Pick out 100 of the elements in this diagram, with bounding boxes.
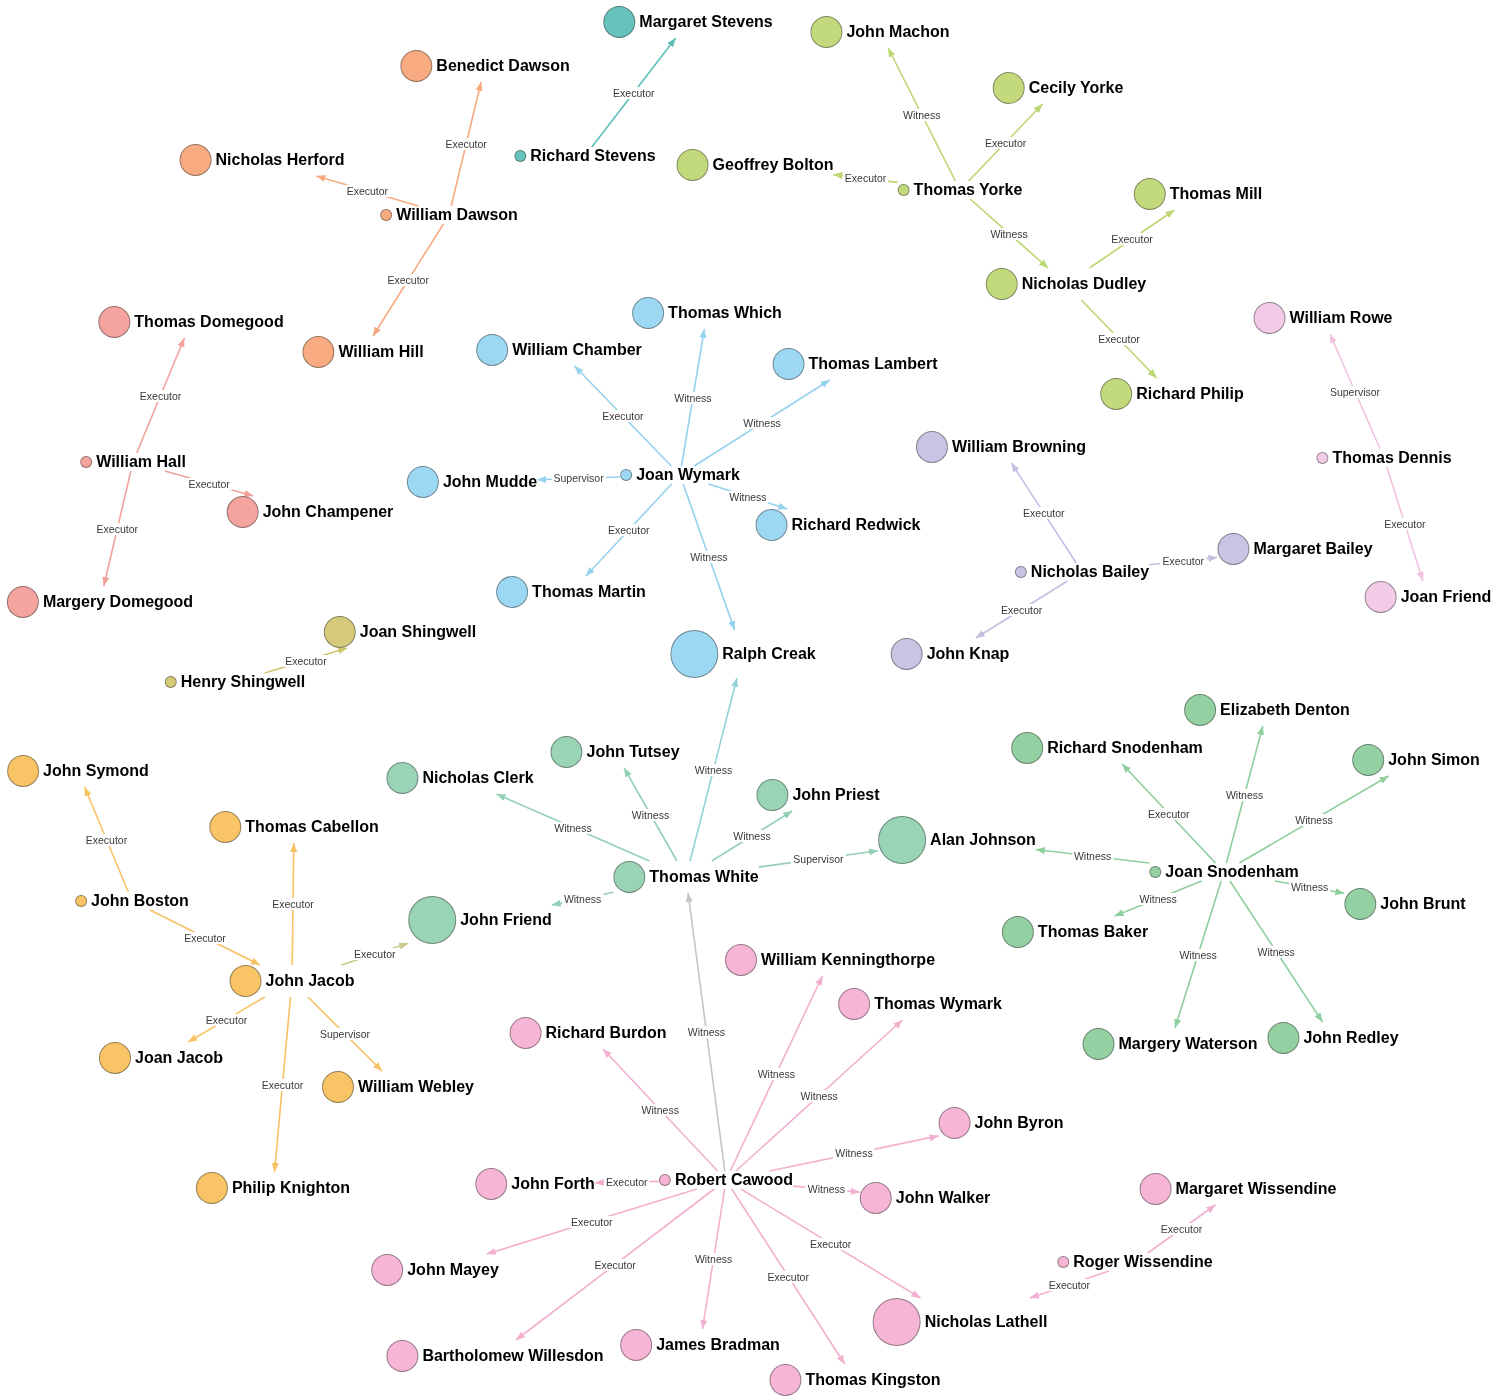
person-name: John Mayey: [407, 1261, 499, 1279]
person-name: Joan Wymark: [636, 466, 740, 484]
edge-label: Executor: [182, 931, 228, 944]
edge-label: Executor: [604, 1176, 650, 1189]
arrow: [271, 996, 292, 1173]
edge-label: Witness: [1293, 813, 1335, 826]
edge-label: Witness: [805, 1183, 848, 1196]
edge-label: Executor: [443, 138, 489, 150]
edge-label: Executor: [1382, 518, 1428, 530]
arrow: [515, 1188, 715, 1341]
person-name: Elizabeth Denton: [1220, 701, 1350, 719]
person-name: Robert Cawood: [674, 1171, 794, 1189]
edge-label: Executor: [385, 274, 431, 286]
edge-label: Executor: [600, 410, 646, 422]
arrow: [1121, 763, 1217, 864]
arrow: [1229, 880, 1324, 1023]
edge-label: Witness: [755, 1067, 797, 1080]
edge-label: Executor: [592, 1258, 638, 1271]
edge-label: Executor: [344, 185, 391, 197]
person-name: Philip Knighton: [231, 1179, 351, 1197]
person-name: Nicholas Lathell: [924, 1313, 1048, 1331]
person-name: Alan Johnson: [930, 831, 1036, 849]
person-name: John Brunt: [1380, 895, 1466, 913]
edge-label: Executor: [982, 136, 1029, 149]
arrow: [102, 470, 132, 587]
person-name: William Webley: [358, 1078, 474, 1096]
person-name: Thomas Domegood: [134, 313, 284, 331]
person-name: Margaret Wissendine: [1175, 1180, 1337, 1198]
person-name: William Hill: [338, 343, 424, 361]
person-name: John Symond: [43, 762, 149, 780]
person-name: Joan Snodenham: [1165, 863, 1299, 881]
person-name: Benedict Dawson: [436, 57, 570, 75]
edge-label: Executor: [1146, 807, 1192, 820]
person-name: Thomas Kingston: [805, 1371, 941, 1389]
person-name: James Bradman: [656, 1336, 780, 1354]
person-name: Henry Shingwell: [180, 673, 306, 691]
edge-label: Executor: [352, 948, 398, 961]
arrow: [135, 337, 186, 454]
edge-label: Witness: [1177, 948, 1219, 961]
person-name: Thomas Cabellon: [245, 818, 379, 836]
person-name: Bartholomew Willesdon: [422, 1347, 604, 1365]
person-name: William Rowe: [1289, 309, 1393, 327]
person-name: Thomas Baker: [1037, 923, 1149, 941]
edge-label: Supervisor: [317, 1028, 373, 1040]
person-name: Richard Snodenham: [1047, 739, 1203, 757]
edge-label: Witness: [552, 821, 594, 834]
edge-label: Witness: [1255, 945, 1297, 958]
arrow: [700, 1188, 726, 1330]
edge-label: Supervisor: [1327, 385, 1383, 398]
edge-label: Executor: [611, 86, 657, 99]
arrow: [372, 223, 445, 337]
edge-label: Witness: [629, 808, 672, 821]
edge-label: Supervisor: [551, 472, 606, 485]
person-name: Margery Waterson: [1118, 1035, 1258, 1053]
edge-label: Executor: [94, 522, 141, 535]
person-name: Richard Philip: [1136, 385, 1244, 403]
arrow: [450, 81, 483, 207]
arrow: [735, 1019, 904, 1172]
person-name: Nicholas Clerk: [422, 769, 534, 787]
person-name: Thomas Martin: [532, 583, 646, 601]
person-name: John Champener: [262, 503, 394, 521]
arrow: [1238, 775, 1390, 864]
person-name: John Simon: [1388, 751, 1480, 769]
arrow: [290, 842, 298, 966]
person-name: Margery Domegood: [42, 593, 194, 611]
edge-label: Witness: [988, 227, 1030, 240]
arrow: [1386, 466, 1424, 582]
edge-label: Witness: [727, 490, 769, 503]
arrow: [602, 1048, 719, 1172]
person-name: Joan Friend: [1400, 588, 1492, 606]
edge-label: Witness: [692, 763, 735, 776]
arrow: [585, 483, 673, 577]
person-name: Thomas Dennis: [1332, 449, 1452, 467]
edge-label: Executor: [259, 1078, 306, 1091]
person-name: Thomas Lambert: [808, 355, 938, 373]
arrow: [680, 328, 707, 467]
person-name: Thomas White: [649, 868, 759, 886]
person-name: William Browning: [951, 438, 1087, 456]
arrow: [1174, 880, 1222, 1029]
person-name: Ralph Creak: [722, 645, 816, 663]
person-name: John Redley: [1303, 1029, 1399, 1047]
arrow: [1010, 462, 1077, 564]
edge-label: Witness: [688, 551, 730, 563]
person-name: Cecily Yorke: [1028, 79, 1124, 97]
arrow: [685, 892, 726, 1172]
edge-label: Executor: [606, 524, 652, 536]
person-name: Joan Jacob: [135, 1049, 223, 1067]
arrow: [1329, 333, 1381, 450]
person-name: Roger Wissendine: [1073, 1253, 1213, 1271]
person-name: John Friend: [460, 911, 552, 929]
edge-label: Witness: [1288, 881, 1331, 894]
person-name: Thomas Wymark: [874, 995, 1002, 1013]
person-name: Richard Burdon: [545, 1024, 667, 1042]
person-name: John Machon: [846, 23, 950, 41]
edge-label: Witness: [639, 1104, 681, 1116]
person-name: John Byron: [974, 1114, 1064, 1132]
arrow: [83, 786, 130, 893]
arrow: [729, 975, 824, 1172]
arrow: [682, 483, 736, 631]
edge-label: Executor: [203, 1013, 250, 1026]
